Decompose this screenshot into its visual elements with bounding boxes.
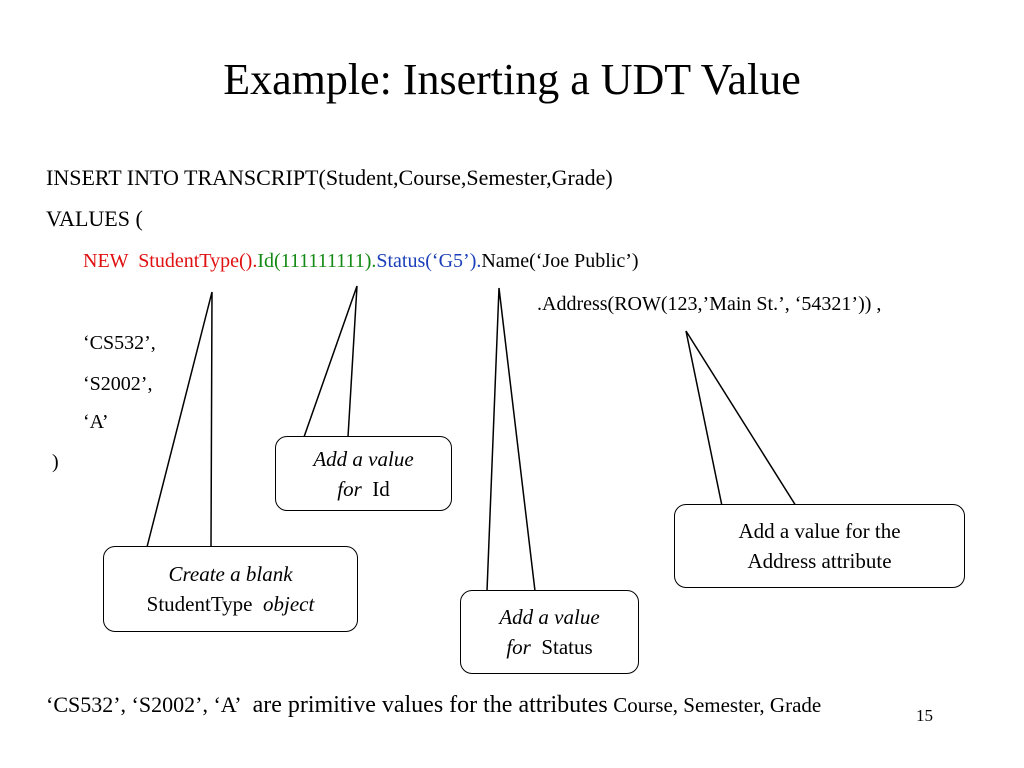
status-call: Status(‘G5’). <box>376 250 482 272</box>
footer-note: ‘CS532’, ‘S2002’, ‘A’ are primitive valu… <box>46 692 821 719</box>
page-number: 15 <box>916 706 933 725</box>
new-keyword: NEW <box>83 250 139 272</box>
callout-add-id: Add a value for Id <box>275 436 452 511</box>
code-value-course: ‘CS532’, <box>83 332 156 354</box>
code-closing-paren: ) <box>52 451 59 473</box>
callout-id-for: for <box>337 476 362 501</box>
code-value-semester: ‘S2002’, <box>83 373 153 395</box>
footer-middle: are primitive values for the attributes <box>252 692 608 718</box>
constructor-call: StudentType(). <box>138 250 258 272</box>
callout-id-line1: Add a value <box>313 446 414 471</box>
callout-create-line1: Create a blank <box>168 562 293 586</box>
callout-add-address: Add a value for the Address attribute <box>674 504 965 588</box>
pointer-status <box>486 287 536 592</box>
pointer-id <box>303 285 358 438</box>
callout-add-status: Add a value for Status <box>460 590 639 674</box>
pointer-address <box>685 330 797 507</box>
callout-address-line2: Address attribute <box>747 549 892 573</box>
code-line-constructor: NEW StudentType().Id(111111111).Status(‘… <box>83 247 639 275</box>
name-call: Name(‘Joe Public’) <box>481 250 639 272</box>
callout-status-for: for <box>506 635 531 659</box>
code-value-grade: ‘A’ <box>83 411 109 433</box>
callout-create-blank: Create a blank StudentType object <box>103 546 358 632</box>
callout-status-attr: Status <box>541 635 593 659</box>
pointer-student-type <box>146 291 213 548</box>
code-line-insert: INSERT INTO TRANSCRIPT(Student,Course,Se… <box>46 165 613 190</box>
slide-title: Example: Inserting a UDT Value <box>223 55 801 104</box>
callout-id-attr: Id <box>372 476 390 501</box>
callout-address-line1: Add a value for the <box>738 519 901 543</box>
id-call: Id(111111111). <box>257 250 377 272</box>
footer-values: ‘CS532’, ‘S2002’, ‘A’ <box>46 692 242 717</box>
code-line-values: VALUES ( <box>46 206 143 231</box>
callout-create-type: StudentType <box>146 592 253 616</box>
callout-status-line1: Add a value <box>499 605 600 629</box>
callout-create-object: object <box>263 592 315 616</box>
code-line-address: .Address(ROW(123,’Main St.’, ‘54321’)) , <box>537 293 882 315</box>
footer-attrs: Course, Semester, Grade <box>613 693 822 717</box>
